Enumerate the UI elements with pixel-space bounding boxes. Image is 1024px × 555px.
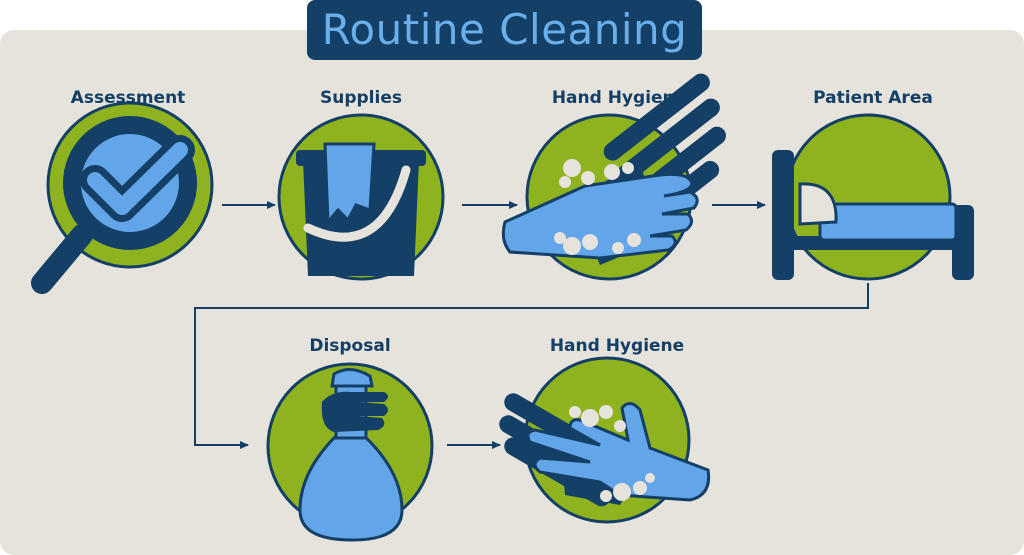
label-hand-hygiene-1: Hand Hygiene xyxy=(551,88,687,108)
hand-washing-icon xyxy=(501,73,726,281)
page-title: Routine Cleaning xyxy=(321,5,688,54)
title-banner: Routine Cleaning xyxy=(307,0,702,60)
label-disposal: Disposal xyxy=(309,336,391,356)
magnifier-check-icon xyxy=(31,101,214,294)
arrow-4 xyxy=(194,283,869,449)
trash-bag-icon xyxy=(266,362,434,542)
label-patient-area: Patient Area xyxy=(813,88,933,108)
label-supplies: Supplies xyxy=(320,88,402,108)
label-assessment: Assessment xyxy=(70,88,186,108)
label-hand-hygiene-2: Hand Hygiene xyxy=(549,336,685,356)
bucket-icon xyxy=(277,113,445,281)
bed-icon xyxy=(772,113,974,281)
hand-washing-icon-2 xyxy=(499,356,711,524)
